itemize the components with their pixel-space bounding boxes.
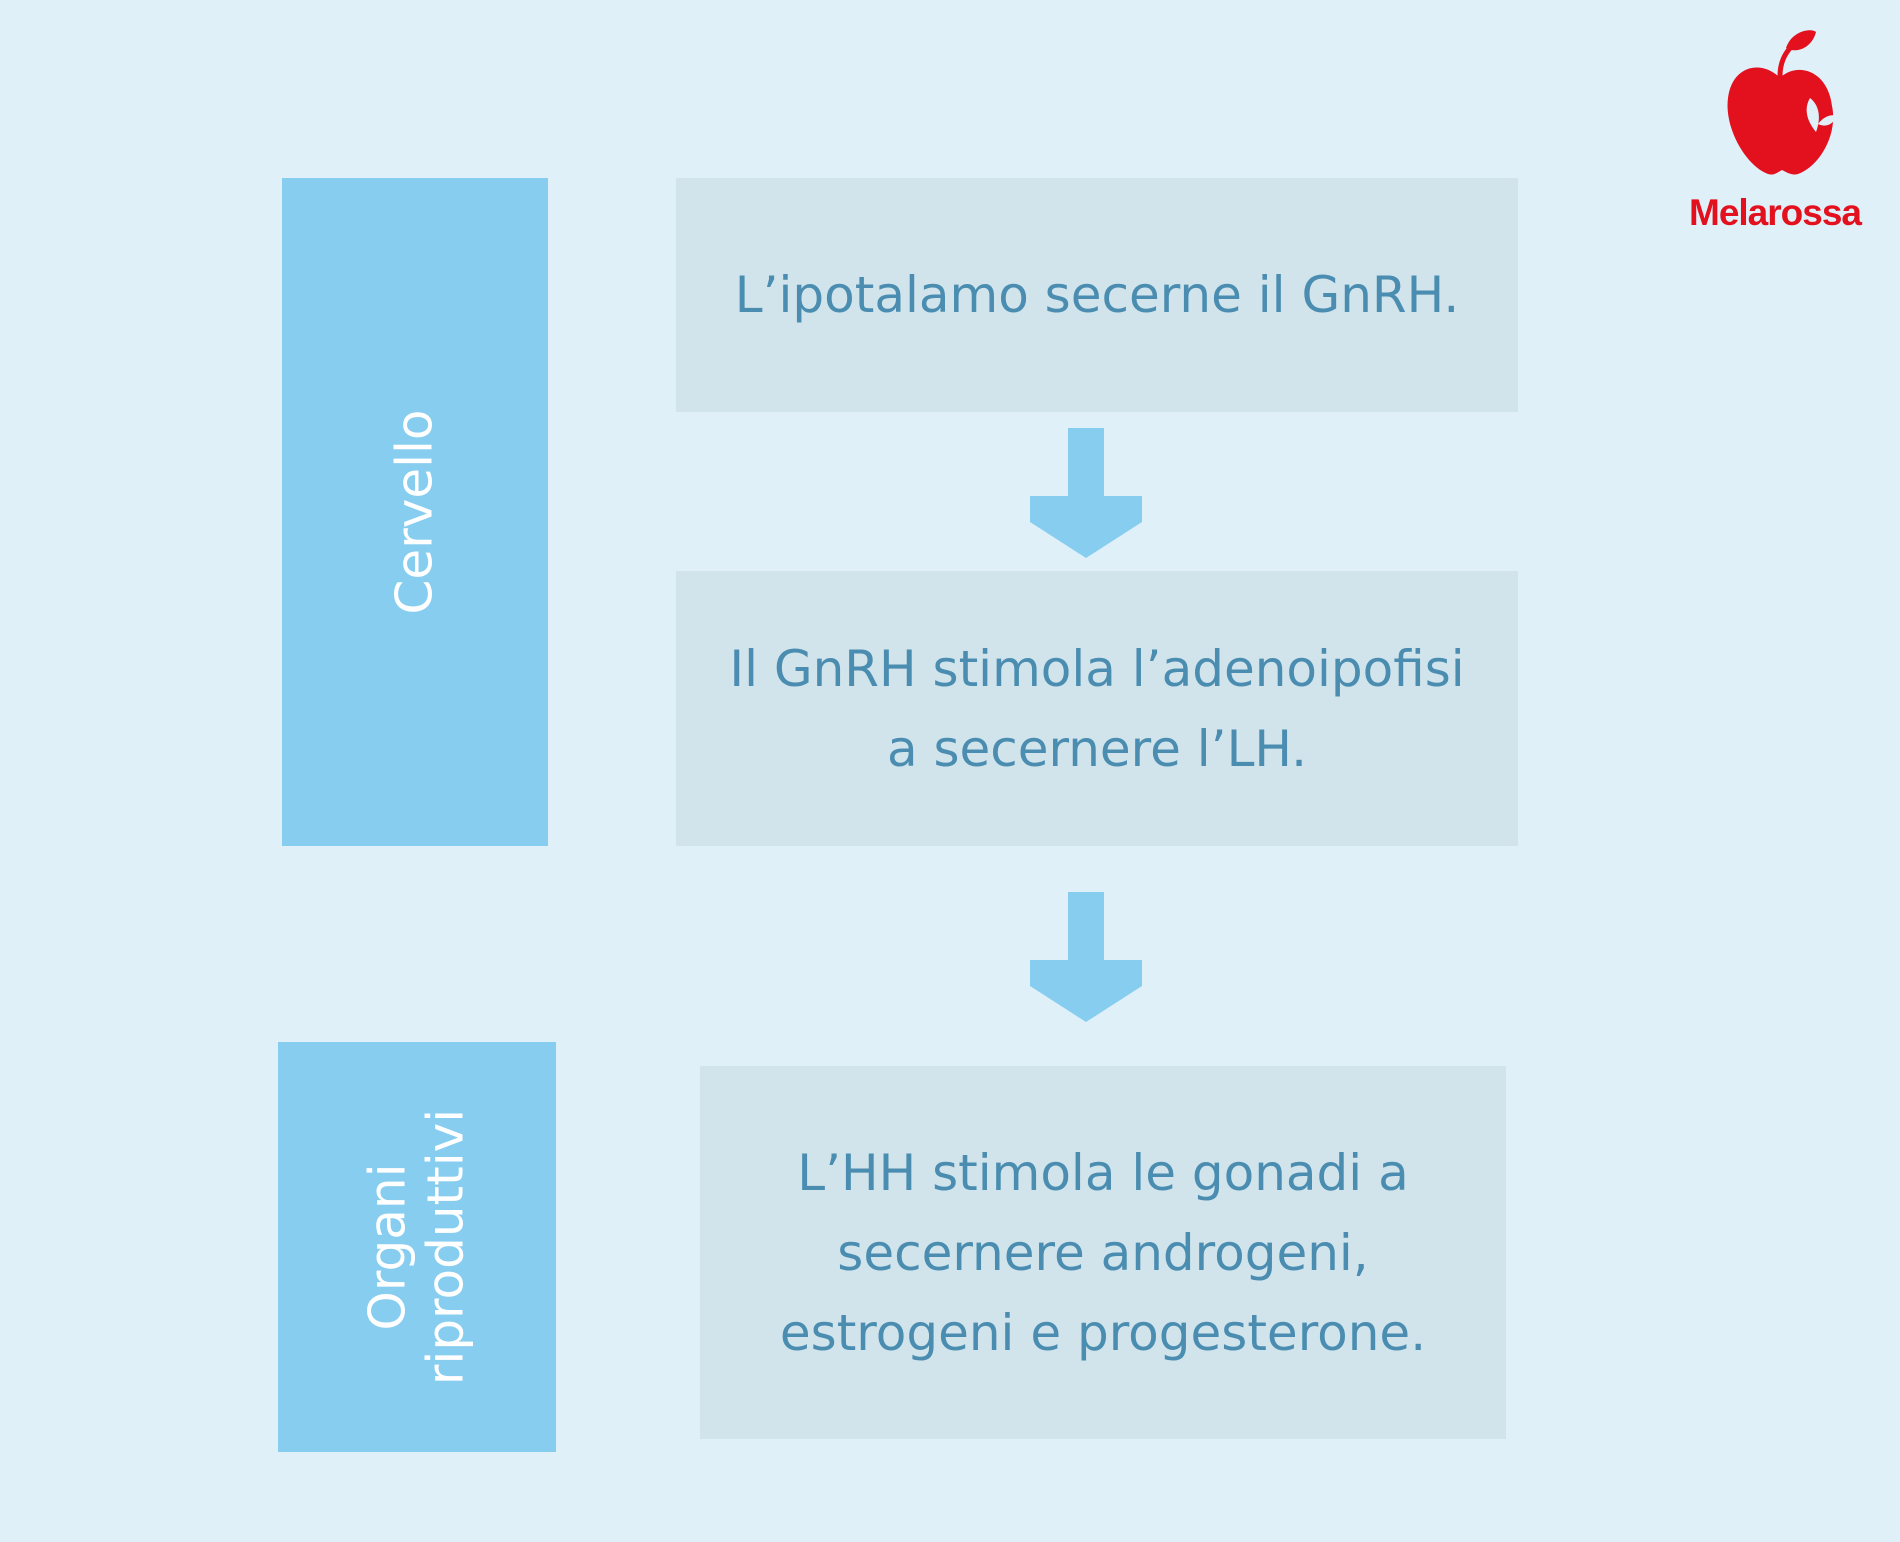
- step-text-line: L’HH stimola le gonadi a: [797, 1143, 1409, 1202]
- category-box-cervello: Cervello: [282, 178, 548, 846]
- category-label-line: riproduttivi: [416, 1108, 474, 1386]
- brand-name: Melarossa: [1689, 192, 1862, 233]
- category-label-line: Organi: [358, 1163, 417, 1331]
- category-label-line: Cervello: [385, 409, 444, 615]
- category-box-organi-riproduttivi: Organi riproduttivi: [278, 1042, 556, 1452]
- step-text-line: Il GnRH stimola l’adenoipofisi: [729, 639, 1465, 698]
- step-text-line: secernere androgeni,: [837, 1223, 1369, 1282]
- arrow-down-icon: [1030, 428, 1142, 558]
- apple-icon: [1727, 30, 1836, 175]
- arrow-down-icon: [1030, 892, 1142, 1022]
- category-label: Organi riproduttivi: [358, 1108, 475, 1386]
- step-text-line: estrogeni e progesterone.: [779, 1303, 1427, 1362]
- brand-logo: Melarossa: [1680, 24, 1870, 244]
- step-text-line: a secernere l’LH.: [886, 719, 1308, 778]
- step-box-1: L’ipotalamo secerne il GnRH.: [676, 178, 1518, 412]
- category-label: Cervello: [385, 409, 444, 615]
- step-box-2: Il GnRH stimola l’adenoipofisi a secerne…: [676, 571, 1518, 846]
- step-box-3: L’HH stimola le gonadi a secernere andro…: [700, 1066, 1506, 1439]
- step-text-line: L’ipotalamo secerne il GnRH.: [734, 266, 1460, 324]
